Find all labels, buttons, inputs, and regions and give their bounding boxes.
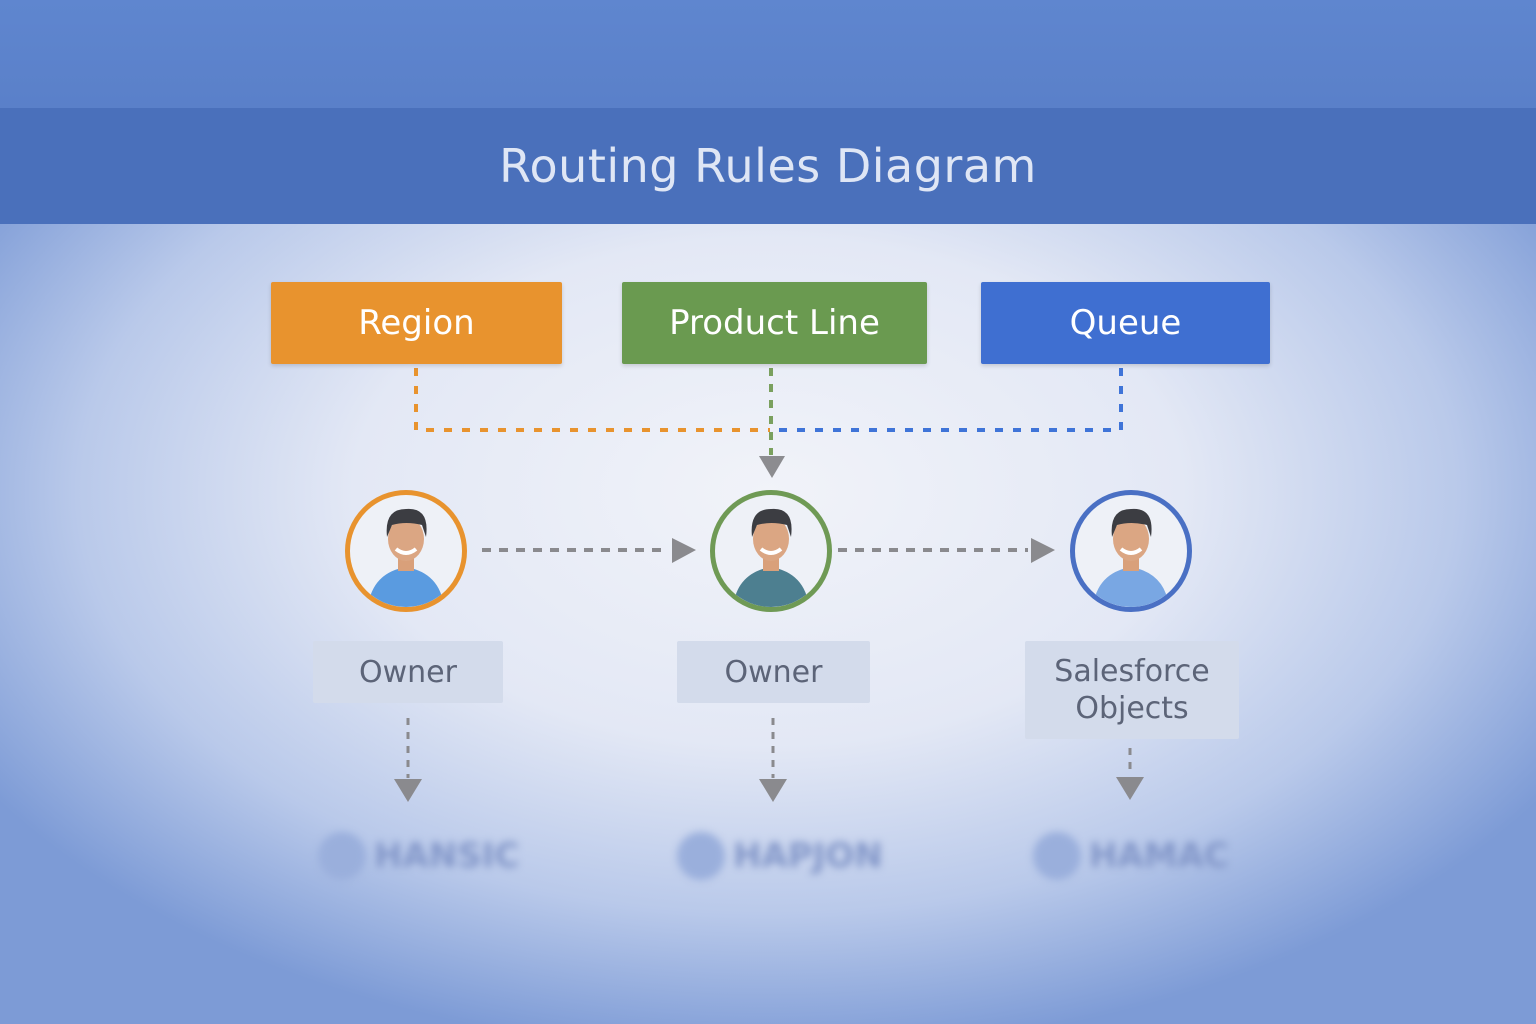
category-label: Queue (1069, 303, 1182, 343)
circle-icon (677, 832, 725, 880)
node-label-text: Owner (724, 654, 823, 690)
arrowhead-icon (672, 538, 696, 563)
person-avatar-icon (345, 490, 467, 612)
person-avatar-icon (1070, 490, 1192, 612)
node-label-owner: Owner (677, 641, 870, 703)
person-avatar-icon (710, 490, 832, 612)
page-title: Routing Rules Diagram (499, 139, 1037, 193)
category-product-line: Product Line (622, 282, 927, 364)
arrowhead-icon (1031, 538, 1055, 563)
blurred-label: HAPJON (733, 836, 883, 876)
node-label-salesforce-objects: Salesforce Objects (1025, 641, 1239, 739)
blurred-item: HANSIC (318, 832, 519, 880)
blurred-label: HANSIC (374, 836, 520, 876)
blurred-item: HAPJON (677, 832, 883, 880)
arrowhead-icon (1116, 777, 1144, 800)
arrowhead-icon (759, 456, 785, 478)
circle-icon (318, 832, 366, 880)
region-connector (414, 368, 770, 432)
node-label-text: Owner (359, 654, 457, 690)
blurred-item: HAMAC (1033, 832, 1229, 880)
category-queue: Queue (981, 282, 1270, 364)
top-band (0, 0, 1536, 108)
queue-connector (772, 368, 1123, 432)
arrowhead-icon (394, 779, 422, 802)
node-label-text: Salesforce Objects (1054, 654, 1210, 726)
header-bar: Routing Rules Diagram (0, 108, 1536, 224)
arrowhead-icon (759, 779, 787, 802)
category-label: Product Line (669, 303, 880, 343)
circle-icon (1033, 832, 1081, 880)
node-label-owner: Owner (313, 641, 503, 703)
category-region: Region (271, 282, 562, 364)
blurred-label: HAMAC (1089, 836, 1229, 876)
category-label: Region (358, 303, 475, 343)
